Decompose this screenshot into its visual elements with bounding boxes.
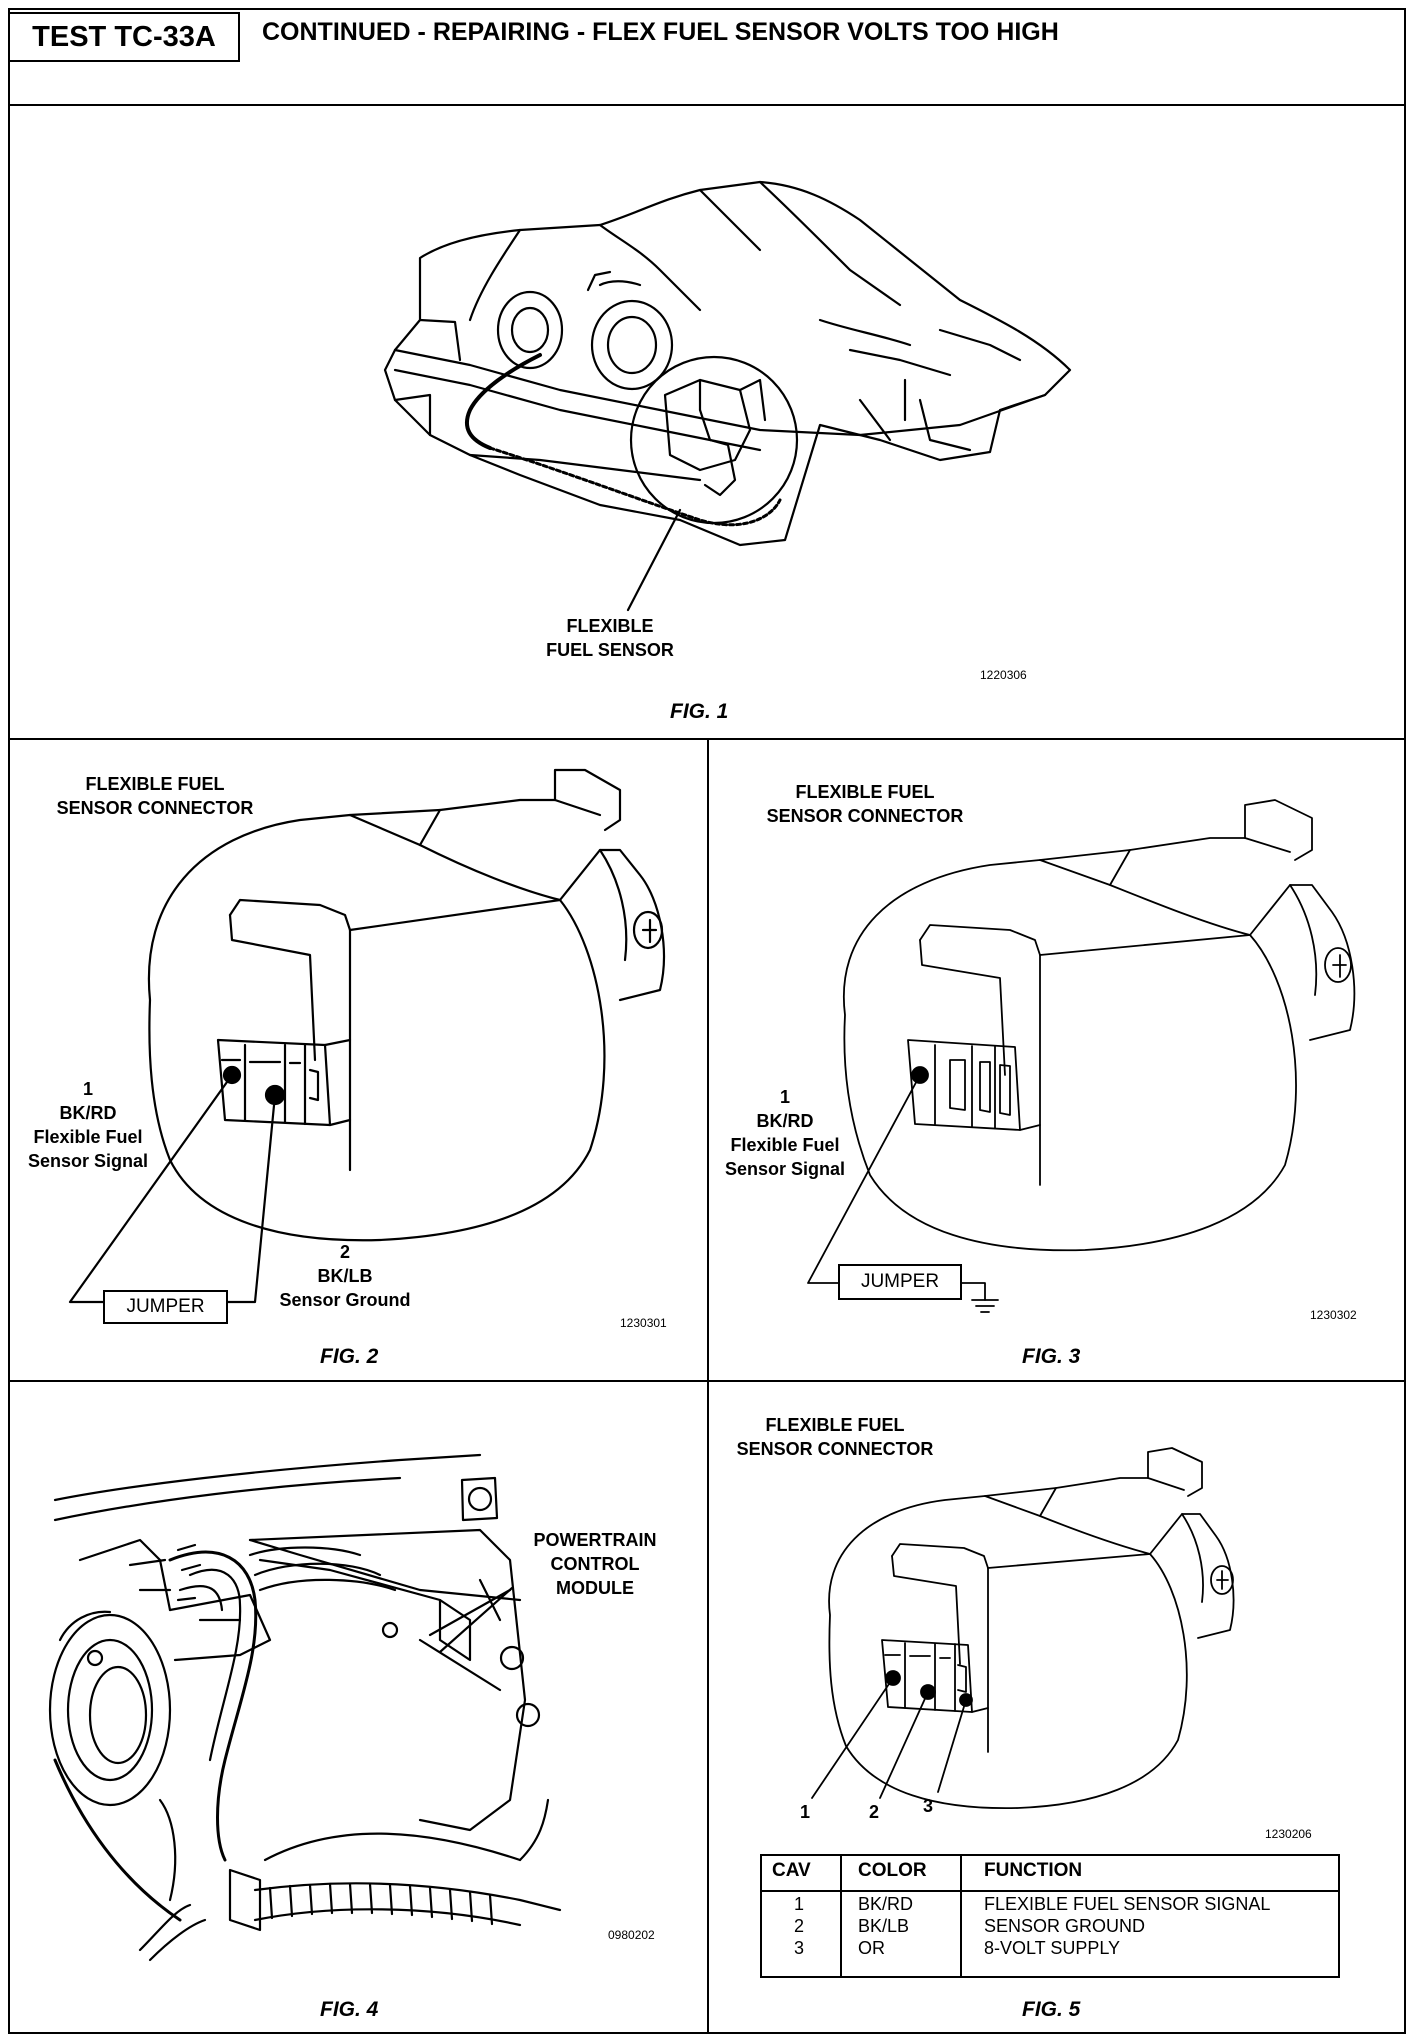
fig5-pin-1: 1 [799, 1802, 810, 1822]
fig2-pin1-num: 1 [82, 1079, 93, 1099]
fig5-pin-3: 3 [922, 1796, 933, 1816]
test-id-box: TEST TC-33A [8, 12, 240, 62]
test-id: TEST TC-33A [32, 20, 216, 53]
column-divider [707, 738, 709, 2034]
cavity-table-row3-color: OR [858, 1938, 885, 1958]
fig2-pin1-label: 1 BK/RD Flexible Fuel Sensor Signal [18, 1077, 158, 1173]
cavity-table-header-row [762, 1856, 1338, 1892]
cavity-table-header-color: COLOR [858, 1860, 927, 1881]
cavity-table-row1-color: BK/RD [858, 1894, 914, 1914]
fig2-pin2-label: 2 BK/LB Sensor Ground [270, 1240, 420, 1312]
fig3-title: FLEXIBLE FUEL SENSOR CONNECTOR [745, 780, 985, 828]
fig2-pin2-func: Sensor Ground [279, 1290, 411, 1310]
fig3-code: 1230302 [1310, 1308, 1357, 1322]
fig4-code: 0980202 [608, 1928, 655, 1942]
fig4-label-line1: POWERTRAIN [533, 1530, 657, 1550]
fig2-code: 1230301 [620, 1316, 667, 1330]
fig3-jumper-box: JUMPER [838, 1264, 962, 1300]
cavity-table-col-divider-2 [960, 1856, 962, 1976]
fig3-pin1-color: BK/RD [756, 1111, 814, 1131]
cavity-table-row2-function: SENSOR GROUND [984, 1916, 1146, 1936]
cavity-table-row2-color: BK/LB [858, 1916, 910, 1936]
fig1-label-line2: FUEL SENSOR [546, 640, 674, 660]
fig2-title: FLEXIBLE FUEL SENSOR CONNECTOR [50, 772, 260, 820]
fig3-jumper-label: JUMPER [860, 1271, 940, 1292]
fig2-jumper-label: JUMPER [126, 1296, 205, 1317]
cavity-table-header-function: FUNCTION [984, 1860, 1083, 1881]
fig4-label-line3: MODULE [556, 1578, 634, 1598]
fig2-caption: FIG. 2 [320, 1345, 379, 1368]
fig5-pin-2: 2 [868, 1802, 879, 1822]
fig3-pin1-func-line2: Sensor Signal [724, 1159, 846, 1179]
fig1-caption: FIG. 1 [670, 700, 729, 723]
cavity-table: CAV COLOR FUNCTION 1 BK/RD FLEXIBLE FUEL… [760, 1854, 1340, 1978]
fig5-title-line1: FLEXIBLE FUEL [765, 1415, 905, 1435]
fig1-code: 1220306 [980, 668, 1027, 682]
header-divider [8, 104, 1406, 106]
fig1-label: FLEXIBLE FUEL SENSOR [510, 614, 710, 662]
fig5-title: FLEXIBLE FUEL SENSOR CONNECTOR [715, 1413, 955, 1461]
fig3-pin1-num: 1 [779, 1087, 790, 1107]
fig5-title-line2: SENSOR CONNECTOR [736, 1439, 934, 1459]
cavity-table-row3-cav: 3 [794, 1938, 805, 1958]
fig4-caption: FIG. 4 [320, 1998, 379, 2021]
fig2-pin2-color: BK/LB [317, 1266, 373, 1286]
fig1-label-line1: FLEXIBLE [566, 616, 654, 636]
cavity-table-row2-cav: 2 [794, 1916, 805, 1936]
fig3-title-line1: FLEXIBLE FUEL [795, 782, 935, 802]
fig3-pin1-label: 1 BK/RD Flexible Fuel Sensor Signal [710, 1085, 860, 1181]
fig4-label: POWERTRAIN CONTROL MODULE [520, 1528, 670, 1600]
fig5-caption: FIG. 5 [1022, 1998, 1081, 2021]
cavity-table-header-cav: CAV [772, 1860, 811, 1881]
fig2-pin2-num: 2 [339, 1242, 350, 1262]
cavity-table-row3-function: 8-VOLT SUPPLY [984, 1938, 1121, 1958]
fig3-pin1-func-line1: Flexible Fuel [730, 1135, 840, 1155]
fig2-pin1-func-line1: Flexible Fuel [33, 1127, 143, 1147]
fig2-pin1-func-line2: Sensor Signal [27, 1151, 149, 1171]
fig2-title-line1: FLEXIBLE FUEL [85, 774, 225, 794]
cavity-table-row1-cav: 1 [794, 1894, 805, 1914]
page-title: CONTINUED - REPAIRING - FLEX FUEL SENSOR… [262, 18, 1059, 46]
fig5-code: 1230206 [1265, 1827, 1312, 1841]
fig2-title-line2: SENSOR CONNECTOR [56, 798, 254, 818]
fig3-caption: FIG. 3 [1022, 1345, 1081, 1368]
cavity-table-col-divider-1 [840, 1856, 842, 1976]
fig3-title-line2: SENSOR CONNECTOR [766, 806, 964, 826]
fig2-jumper-box: JUMPER [103, 1290, 228, 1324]
fig4-label-line2: CONTROL [550, 1554, 640, 1574]
fig2-pin1-color: BK/RD [59, 1103, 117, 1123]
cavity-table-row1-function: FLEXIBLE FUEL SENSOR SIGNAL [984, 1894, 1271, 1914]
